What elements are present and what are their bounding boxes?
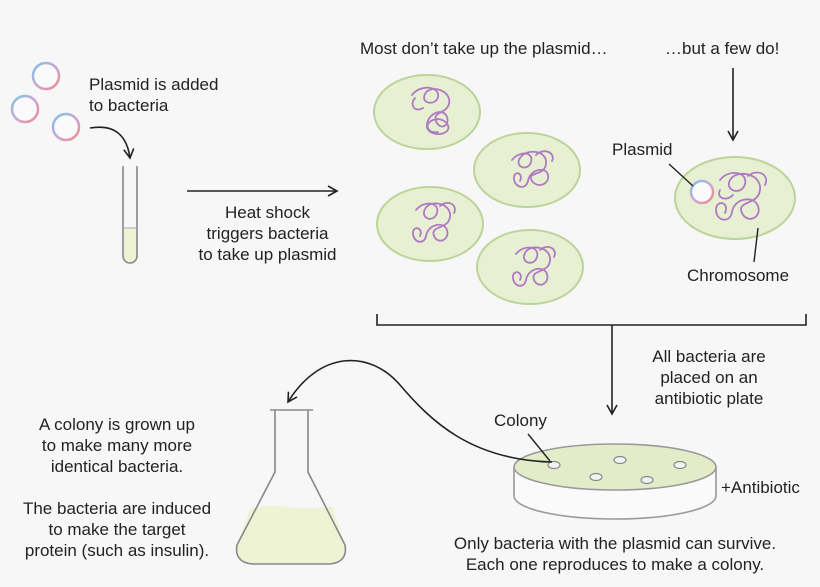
label-induced: The bacteria are induced to make the tar… xyxy=(22,499,212,560)
chromosome-icon xyxy=(412,202,456,243)
label-heat-shock: Heat shock triggers bacteria to take up … xyxy=(198,203,337,264)
chromosome-pointer xyxy=(753,227,759,263)
label-plasmid: Plasmid xyxy=(612,140,673,159)
test-tube-icon xyxy=(122,166,138,264)
bracket xyxy=(376,314,807,326)
plasmid-pointer xyxy=(668,163,694,187)
plasmid-ring-icon xyxy=(51,112,81,142)
plasmid-ring-icon xyxy=(10,94,40,124)
plasmid-ring-icon xyxy=(31,61,61,91)
label-few-do: …but a few do! xyxy=(665,39,780,58)
colony-icon xyxy=(547,460,561,470)
chromosome-icon xyxy=(411,86,450,135)
label-only-bacteria: Only bacteria with the plasmid can survi… xyxy=(453,534,777,574)
colony-icon xyxy=(589,472,603,482)
colony-icon xyxy=(673,460,687,470)
bacteria-cells xyxy=(373,74,796,305)
label-most-dont: Most don’t take up the plasmid… xyxy=(360,39,608,58)
label-all-bacteria: All bacteria are placed on an antibiotic… xyxy=(652,347,766,408)
colony-icon xyxy=(613,455,627,465)
label-colony-grown: A colony is grown up to make many more i… xyxy=(39,415,195,476)
label-antibiotic: +Antibiotic xyxy=(721,478,800,497)
chromosome-icon xyxy=(512,246,556,287)
chromosome-icon xyxy=(715,171,768,221)
plasmid-in-cell-icon xyxy=(689,179,715,205)
colony-pointer xyxy=(527,433,551,462)
bacterium xyxy=(473,132,581,208)
label-colony: Colony xyxy=(494,411,547,430)
bacterium xyxy=(376,186,484,262)
bacterium xyxy=(373,74,481,150)
chromosomes xyxy=(411,86,768,287)
label-chromosome: Chromosome xyxy=(687,266,790,285)
petri-plate-icon xyxy=(513,443,717,520)
arrow-plasmid-to-tube xyxy=(89,126,135,160)
plasmid-rings xyxy=(10,61,81,142)
bacterium xyxy=(476,229,584,305)
label-plasmid-added: Plasmid is added to bacteria xyxy=(89,75,219,115)
chromosome-icon xyxy=(511,150,554,188)
flask-icon xyxy=(235,409,347,565)
arrow-colony-to-flask xyxy=(287,359,553,463)
colony-icon xyxy=(640,475,654,485)
